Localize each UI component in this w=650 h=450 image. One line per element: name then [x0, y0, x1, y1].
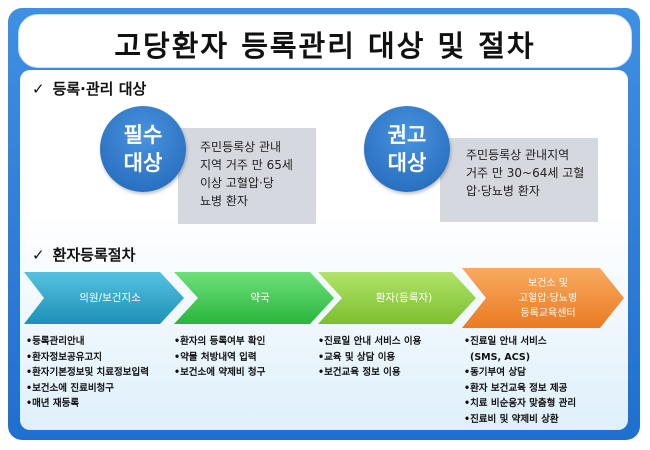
circle-label: 대상	[387, 151, 427, 175]
procedure-chevrons	[24, 268, 624, 328]
step-chevron-patient	[318, 272, 476, 324]
step-chevron-pharmacy	[174, 272, 334, 324]
desc-line: 지역 거주 만 65세	[200, 158, 293, 172]
step-items-clinic: •등록관리안내 •환자정보공유고지 •환자기본정보및 치료정보입력 •보건소에 …	[26, 334, 149, 412]
list-item: •매년 재등록	[26, 398, 80, 409]
desc-line: 주민등록상 관내	[200, 140, 282, 154]
list-item: •보건교육 정보 이용	[318, 367, 401, 378]
step-label: 환자(등록자)	[375, 291, 433, 304]
page-title: 고당환자 등록관리 대상 및 절차	[114, 29, 536, 63]
step-label: 고혈압·당뇨병	[518, 292, 578, 304]
list-item: •환자정보공유고지	[26, 351, 102, 363]
check-icon: ✓	[32, 246, 45, 264]
list-item: •교육 및 상담 이용	[318, 351, 396, 363]
desc-line: 뇨병 환자	[200, 194, 248, 208]
desc-line: 압·당뇨병 환자	[466, 184, 540, 198]
step-label-health-center: 보건소 및 고혈압·당뇨병 등록교육센터	[488, 268, 608, 328]
step-label-patient: 환자(등록자)	[344, 272, 464, 324]
section-heading: 환자등록절차	[52, 246, 136, 264]
step-items-patient: •진료일 안내 서비스 이용 •교육 및 상담 이용 •보건교육 정보 이용	[318, 334, 421, 381]
section-registration-target: ✓ 등록·관리 대상	[32, 78, 146, 99]
title-banner: 고당환자 등록관리 대상 및 절차	[18, 14, 632, 68]
list-item: •환자의 등록여부 확인	[174, 336, 266, 347]
step-chevron-clinic	[24, 272, 184, 324]
list-item: •약물 처방내역 입력	[174, 351, 257, 363]
desc-line: 이상 고혈압·당	[200, 176, 274, 190]
list-item: •진료일 안내 서비스 이용	[318, 336, 422, 347]
check-icon: ✓	[32, 80, 45, 98]
list-item: •보건소에 약제비 청구	[174, 367, 266, 378]
list-item: •진료일 안내 서비스	[464, 336, 547, 347]
required-target-description: 주민등록상 관내 지역 거주 만 65세 이상 고혈압·당 뇨병 환자	[178, 128, 316, 224]
desc-line: 거주 만 30~64세 고혈	[466, 166, 585, 180]
step-label: 의원/보건지소	[79, 291, 141, 304]
section-registration-procedure: ✓ 환자등록절차	[32, 244, 135, 265]
required-target-circle: 필수 대상	[100, 106, 186, 192]
section-heading: 등록·관리 대상	[52, 80, 147, 98]
step-label-clinic: 의원/보건지소	[50, 272, 170, 324]
step-label: 등록교육센터	[520, 307, 576, 319]
desc-line: 주민등록상 관내지역	[466, 148, 570, 162]
content-panel: ✓ 등록·관리 대상 주민등록상 관내 지역 거주 만 65세 이상 고혈압·당 …	[20, 70, 628, 430]
recommended-target-circle: 권고 대상	[364, 106, 450, 192]
recommended-target-description: 주민등록상 관내지역 거주 만 30~64세 고혈 압·당뇨병 환자	[440, 138, 598, 222]
list-item: •보건소에 진료비청구	[26, 382, 115, 394]
list-item: •치료 비순응자 맞춤형 관리	[464, 398, 577, 409]
list-item: (SMS, ACS)	[470, 351, 531, 363]
list-item: •환자기본정보및 치료정보입력	[26, 367, 149, 378]
list-item: •등록관리안내	[26, 336, 85, 347]
list-item: •환자 보건교육 정보 제공	[464, 382, 568, 394]
step-chevron-health-center	[462, 268, 624, 328]
step-label: 보건소 및	[528, 277, 568, 289]
step-items-pharmacy: •환자의 등록여부 확인 •약물 처방내역 입력 •보건소에 약제비 청구	[174, 334, 265, 381]
list-item: •진료비 및 약제비 상환	[464, 413, 559, 425]
circle-label: 대상	[123, 151, 163, 175]
list-item: •동기부여 상담	[464, 367, 526, 378]
step-items-health-center: •진료일 안내 서비스 (SMS, ACS) •동기부여 상담 •환자 보건교육…	[464, 334, 576, 427]
step-label: 약국	[250, 291, 270, 304]
step-label-pharmacy: 약국	[200, 272, 320, 324]
circle-label: 권고	[387, 123, 427, 147]
circle-label: 필수	[123, 123, 163, 147]
